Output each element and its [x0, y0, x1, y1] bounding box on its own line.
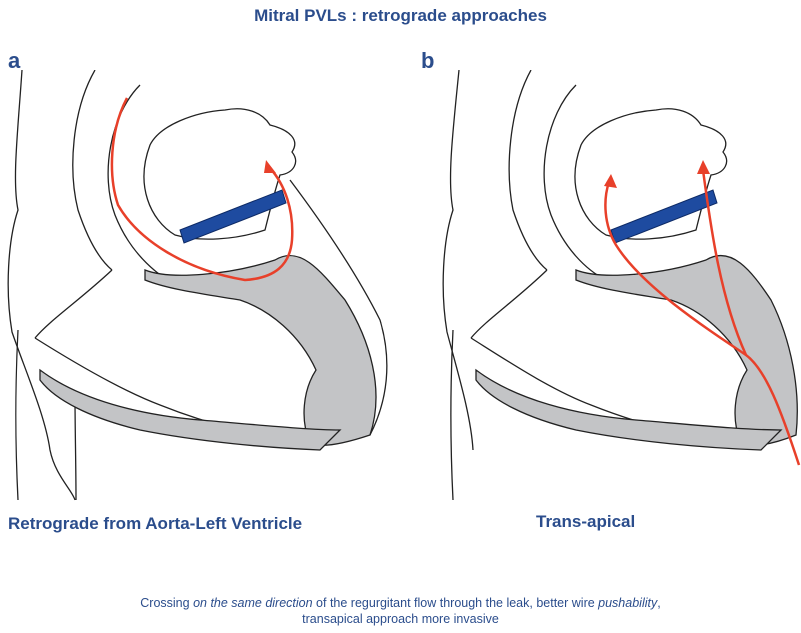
panel-a-heart-diagram — [0, 70, 400, 520]
panel-b-caption: Trans-apical — [536, 512, 635, 532]
panel-a-caption: Retrograde from Aorta-Left Ventricle — [8, 514, 302, 534]
figure-title: Mitral PVLs : retrograde approaches — [0, 6, 801, 26]
left-vessel-line — [16, 330, 18, 500]
aorta-outer-wall — [509, 70, 547, 270]
inner-vertical-line — [75, 395, 76, 500]
right-heart-outline — [443, 70, 473, 450]
footnote-emphasis: on the same direction — [193, 596, 313, 610]
right-heart-outline — [8, 70, 75, 500]
septum-line — [35, 270, 112, 338]
inferior-myocardium — [40, 370, 340, 450]
panel-b-heart-diagram — [401, 70, 801, 520]
footnote-text: , — [657, 596, 660, 610]
posterior-myocardium — [145, 256, 376, 446]
aorta-outer-wall — [73, 70, 112, 270]
footnote-emphasis: pushability — [598, 596, 657, 610]
footnote-line-2: transapical approach more invasive — [0, 611, 801, 627]
footnote-text: of the regurgitant flow through the leak… — [313, 596, 599, 610]
footnote: Crossing on the same direction of the re… — [0, 595, 801, 627]
septum-line — [471, 270, 547, 338]
left-vessel-line — [451, 330, 453, 500]
footnote-text: Crossing — [140, 596, 193, 610]
footnote-line-1: Crossing on the same direction of the re… — [0, 595, 801, 611]
